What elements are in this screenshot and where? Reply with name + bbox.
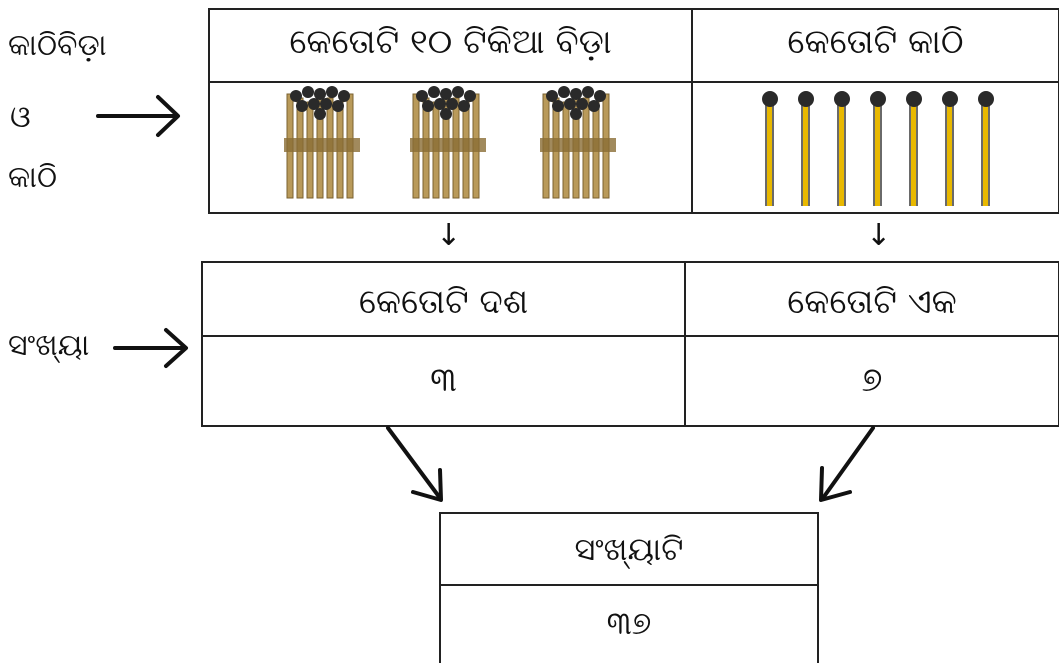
arrow-right-to-result [821, 428, 873, 500]
matchstick [832, 90, 852, 212]
header-bundles-of-ten: କେତୋଟି ୧୦ ଟିକିଆ ବିଡ଼ା [209, 22, 692, 62]
arrow-left-to-result [388, 428, 441, 500]
value-ones: ୭ [685, 360, 1059, 400]
header-sticks: କେତୋଟି କାଠି [692, 22, 1059, 62]
matchstick-bundle [408, 86, 488, 216]
matchstick [904, 90, 924, 212]
arrow-to-mid-table [115, 330, 186, 366]
value-number: ୩୭ [440, 604, 818, 643]
header-tens: କେତୋଟି ଦଶ [202, 282, 685, 322]
matchstick [976, 90, 996, 212]
arrow-to-top-table [98, 97, 178, 135]
matchstick [760, 90, 780, 212]
header-number: ସଂଖ୍ୟାଟି [440, 530, 818, 569]
value-tens: ୩ [202, 360, 685, 400]
down-arrow-left: ↓ [436, 218, 461, 253]
matchstick [868, 90, 888, 212]
matchstick [796, 90, 816, 212]
down-arrow-right: ↓ [866, 218, 891, 253]
matchstick-bundle [282, 86, 362, 216]
matchstick-bundle [538, 86, 618, 216]
matchstick [940, 90, 960, 212]
header-ones: କେତୋଟି ଏକ [685, 282, 1059, 322]
